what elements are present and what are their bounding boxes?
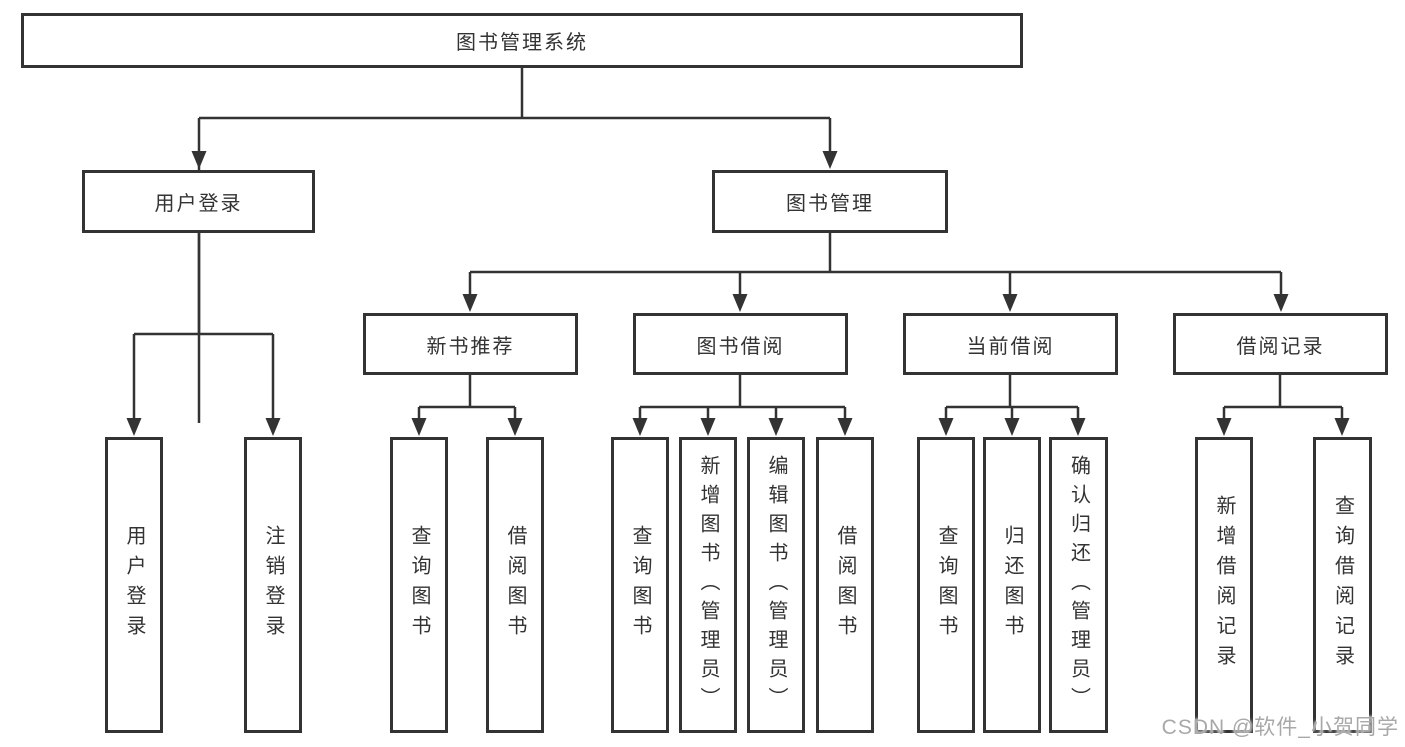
node-logout-action: 注销登录 [244,437,302,733]
connector-new-book-recommend-children [417,375,517,423]
arrowhead [1070,418,1086,436]
node-borrow-books: 借阅图书 [816,437,874,733]
node-current-borrow: 当前借阅 [903,313,1118,375]
arrowhead [822,151,838,169]
arrowhead [1273,294,1289,312]
node-book-management: 图书管理 [712,170,948,233]
node-new-book-recommend: 新书推荐 [363,313,578,375]
connector-user-login-children [132,233,275,423]
node-add-books-admin: 新增图书（管理员） [679,437,737,733]
connector-borrow-records-children [1222,375,1344,423]
connector-current-borrow-children [944,375,1080,423]
arrowhead [1002,294,1018,312]
node-recommend-borrow-books: 借阅图书 [486,437,544,733]
node-current-query-books: 查询图书 [917,437,975,733]
node-book-borrow: 图书借阅 [633,313,848,375]
connector-root-to-level2 [197,68,832,423]
node-user-login-action: 用户登录 [105,437,163,733]
node-borrow-records: 借阅记录 [1173,313,1388,375]
arrowhead [411,418,427,436]
arrowhead [265,418,281,436]
arrowhead [1334,418,1350,436]
watermark: CSDN @软件_小贺同学 [1161,716,1399,739]
arrowhead [191,151,207,169]
arrowhead [1004,418,1020,436]
node-edit-books-admin: 编辑图书（管理员） [747,437,805,733]
arrowhead [126,418,142,436]
arrowhead [938,418,954,436]
connector-book-management-children [468,233,1283,299]
connector-lines [132,68,1344,423]
node-confirm-return-admin: 确认归还（管理员） [1049,437,1108,733]
connector-book-borrow-children [638,375,847,423]
node-user-login: 用户登录 [82,170,315,233]
arrowhead [462,294,478,312]
arrowheads [126,151,1350,436]
node-recommend-query-books: 查询图书 [390,437,448,733]
arrowhead [507,418,523,436]
node-root: 图书管理系统 [21,13,1023,68]
arrowhead [632,418,648,436]
node-query-borrow-record: 查询借阅记录 [1313,437,1372,733]
node-borrow-query-books: 查询图书 [611,437,669,733]
arrowhead [837,418,853,436]
arrowhead [732,294,748,312]
node-return-books: 归还图书 [983,437,1041,733]
arrowhead [768,418,784,436]
arrowhead [1216,418,1232,436]
arrowhead [700,418,716,436]
node-add-borrow-record: 新增借阅记录 [1195,437,1253,733]
